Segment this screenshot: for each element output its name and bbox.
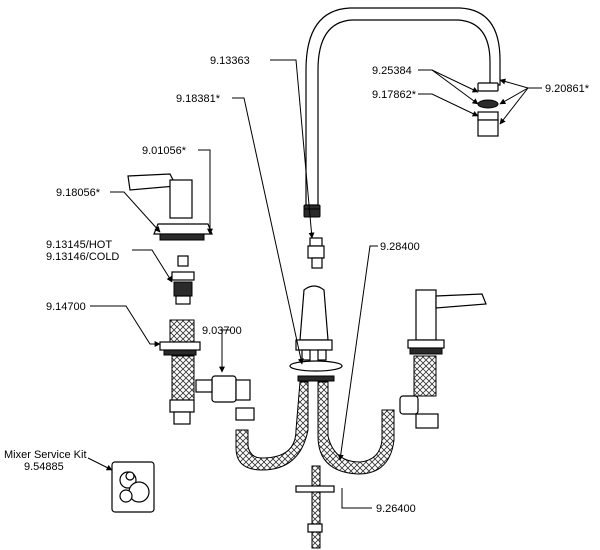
- label-cartridge-cold: 9.13146/COLD: [46, 251, 119, 263]
- label-valve-body: 9.14700: [46, 301, 86, 313]
- label-kit-number: 9.54885: [24, 461, 64, 473]
- leader-lines: [87, 59, 542, 509]
- spout-cartridge: [307, 237, 325, 269]
- label-aerator-a: 9.25384: [372, 65, 412, 77]
- elbow-fitting: [195, 375, 255, 421]
- label-spout-cartridge: 9.13363: [210, 55, 250, 67]
- mounting-rod: [295, 465, 335, 549]
- deck-body: [289, 285, 343, 382]
- braided-hoses: [235, 381, 395, 475]
- label-cartridge-hot: 9.13145/HOT: [46, 239, 112, 251]
- label-hose: 9.28400: [380, 241, 420, 253]
- label-spout-tube: 9.18381*: [176, 93, 221, 105]
- label-aerator-b: 9.17862*: [372, 89, 417, 101]
- service-kit-box: [111, 461, 155, 513]
- label-elbow: 9.03700: [202, 325, 242, 337]
- label-handle: 9.18056*: [56, 187, 101, 199]
- right-handle-assembly: [399, 289, 487, 429]
- label-mount-rod: 9.26400: [376, 503, 416, 515]
- label-aerator-set: 9.20861*: [545, 83, 590, 95]
- label-kit-title: Mixer Service Kit: [4, 449, 87, 461]
- aerator-parts: [477, 82, 499, 137]
- label-handle-cap: 9.01056*: [142, 145, 187, 157]
- spout: [303, 7, 501, 218]
